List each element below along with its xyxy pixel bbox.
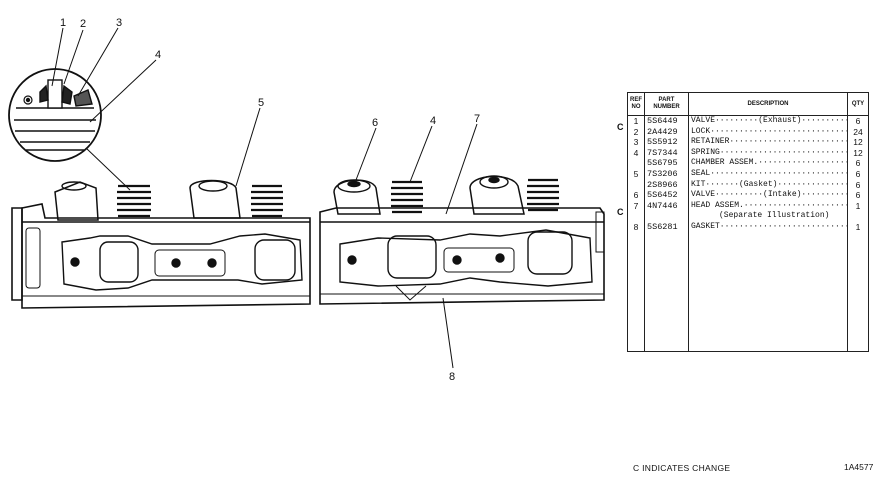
- row-description: SEAL······························: [688, 168, 848, 180]
- row-qty: 6: [847, 190, 869, 201]
- leader-lines: [51, 27, 478, 369]
- row-ref: 3: [627, 137, 645, 148]
- change-marker-row-1: C: [617, 122, 624, 132]
- row-part-number: 5S5912: [644, 137, 689, 148]
- image-number: 1A4577: [844, 462, 874, 472]
- row-description: LOCK······························: [688, 126, 848, 138]
- row-ref: 6: [627, 190, 645, 201]
- callout-5: 5: [258, 97, 264, 109]
- cylinder-head-left: [11, 179, 311, 309]
- table-blank-area: [627, 232, 869, 352]
- header-description: DESCRIPTION: [688, 92, 848, 116]
- row-description: KIT·······(Gasket)··················: [688, 179, 848, 191]
- row-part-number: 5S6452: [644, 190, 689, 201]
- row-ref: 4: [627, 147, 645, 159]
- row-qty: 6: [847, 158, 869, 169]
- row-part-number: 5S6795: [644, 158, 689, 169]
- row-part-number: [644, 211, 689, 222]
- parts-list-table: REF NO PART NUMBER DESCRIPTION QTY 1 5S6…: [627, 92, 869, 352]
- row-part-number: 7S7344: [644, 147, 689, 159]
- row-ref: 1: [627, 115, 645, 127]
- header-ref-no: REF NO: [627, 92, 645, 116]
- header-qty: QTY: [847, 92, 869, 116]
- callout-4: 4: [430, 115, 436, 127]
- table-row: 2 2A4429 LOCK···························…: [627, 126, 869, 138]
- callout-7: 7: [474, 113, 480, 125]
- cylinder-head-right: [319, 175, 605, 305]
- row-part-number: 5S6281: [644, 221, 689, 233]
- row-description: VALVE··········(Intake)··············: [688, 190, 848, 201]
- row-qty: 6: [847, 168, 869, 180]
- row-part-number: 2S8966: [644, 179, 689, 191]
- table-row: 7 4N7446 HEAD ASSEM.····················…: [627, 200, 869, 212]
- table-row: 6 5S6452 VALVE··········(Intake)········…: [627, 190, 869, 201]
- row-ref: [627, 211, 645, 222]
- detail-circle: [8, 68, 102, 162]
- row-description: VALVE·········(Exhaust)···············: [688, 115, 848, 127]
- row-part-number: 7S3206: [644, 168, 689, 180]
- table-header-row: REF NO PART NUMBER DESCRIPTION QTY: [627, 92, 869, 116]
- row-ref: 2: [627, 126, 645, 138]
- table-row: 2S8966 KIT·······(Gasket)···············…: [627, 179, 869, 191]
- change-note: C INDICATES CHANGE: [633, 463, 731, 473]
- callout-3: 3: [116, 17, 122, 29]
- row-qty: 6: [847, 179, 869, 191]
- callout-1: 1: [60, 17, 66, 29]
- row-description: SPRING····························: [688, 147, 848, 159]
- row-description: (Separate Illustration): [688, 211, 848, 222]
- cylinder-head-illustration: 1 2 3 4 5 6 4 7 8: [8, 17, 605, 383]
- table-row: 8 5S6281 GASKET·························…: [627, 221, 869, 233]
- table-row: 5S6795 CHAMBER ASSEM.···················…: [627, 158, 869, 169]
- table-row: 4 7S7344 SPRING·························…: [627, 147, 869, 159]
- header-part-number: PART NUMBER: [644, 92, 689, 116]
- callout-6: 6: [372, 117, 378, 129]
- row-ref: 5: [627, 168, 645, 180]
- row-ref: [627, 158, 645, 169]
- row-part-number: 5S6449: [644, 115, 689, 127]
- row-qty: 12: [847, 137, 869, 148]
- table-row: 3 5S5912 RETAINER·······················…: [627, 137, 869, 148]
- row-ref: [627, 179, 645, 191]
- row-description: CHAMBER ASSEM.······················: [688, 158, 848, 169]
- row-description: HEAD ASSEM.························: [688, 200, 848, 212]
- table-row: 1 5S6449 VALVE·········(Exhaust)········…: [627, 115, 869, 127]
- callout-4-detail: 4: [155, 49, 161, 61]
- row-qty: 1: [847, 200, 869, 212]
- row-description: RETAINER···························: [688, 137, 848, 148]
- row-qty: [847, 211, 869, 222]
- callout-2: 2: [80, 18, 86, 30]
- table-row: (Separate Illustration): [627, 211, 869, 222]
- row-qty: 12: [847, 147, 869, 159]
- row-ref: 7: [627, 200, 645, 212]
- row-qty: 24: [847, 126, 869, 138]
- row-part-number: 2A4429: [644, 126, 689, 138]
- row-qty: 6: [847, 115, 869, 127]
- row-qty: 1: [847, 221, 869, 233]
- row-part-number: 4N7446: [644, 200, 689, 212]
- change-marker-row-6: C: [617, 207, 624, 217]
- row-ref: 8: [627, 221, 645, 233]
- table-row: 5 7S3206 SEAL···························…: [627, 168, 869, 180]
- row-description: GASKET···························: [688, 221, 848, 233]
- callout-8: 8: [449, 371, 455, 383]
